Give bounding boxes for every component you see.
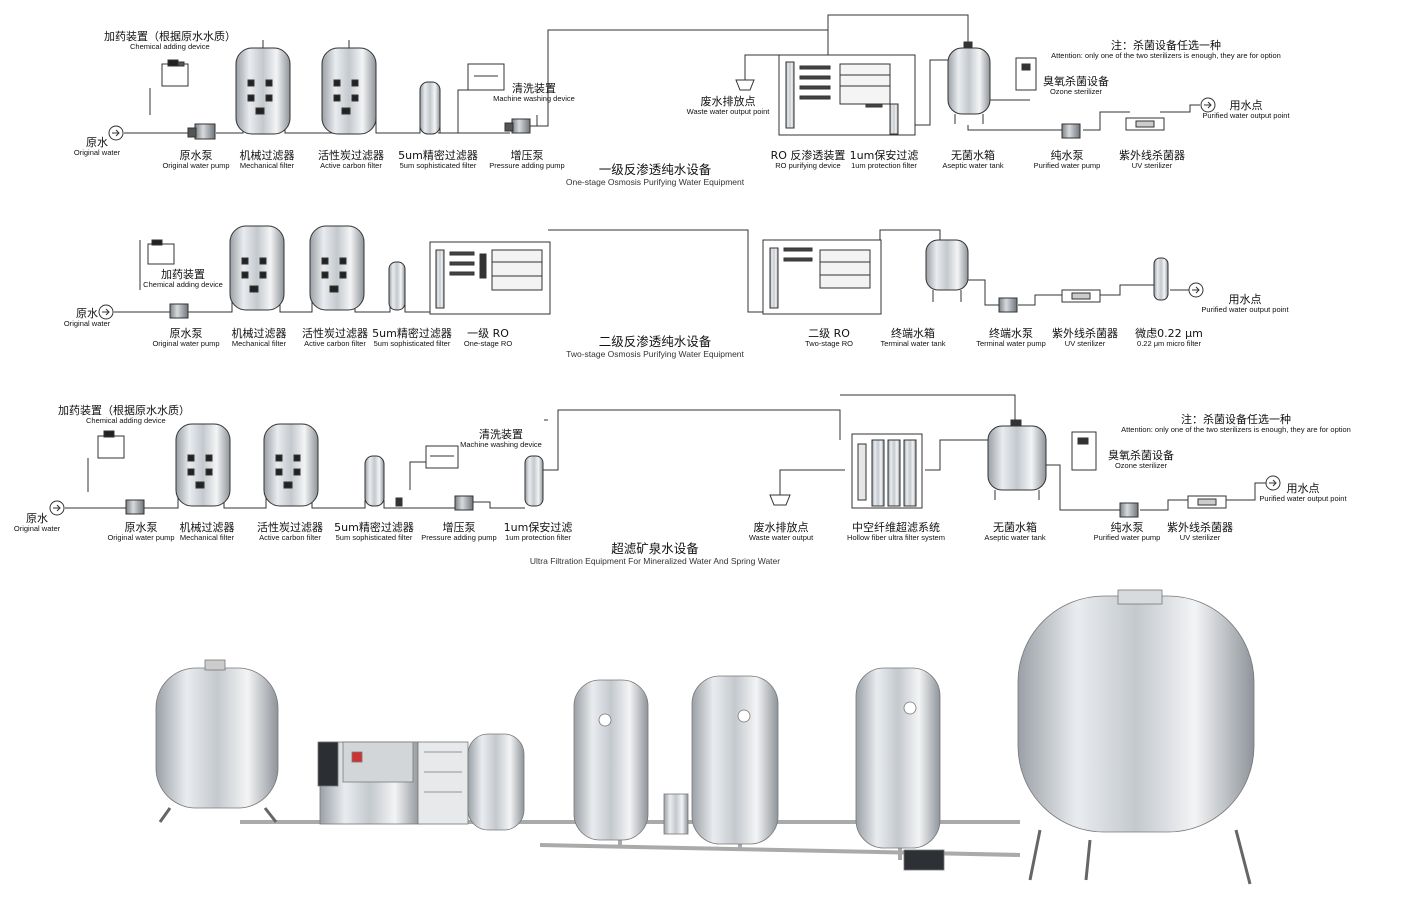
diagram-one-stage <box>108 14 1216 141</box>
diagram-two-stage <box>98 225 1204 320</box>
equipment-illustration <box>155 589 1255 885</box>
d3-chemical-label: 加药装置（根据原水水质） Chemical adding device <box>58 404 190 425</box>
d1-chemical-label: 加药装置（根据原水水质） Chemical adding device <box>104 30 236 51</box>
diagram-ultra-filtration <box>49 394 1281 518</box>
